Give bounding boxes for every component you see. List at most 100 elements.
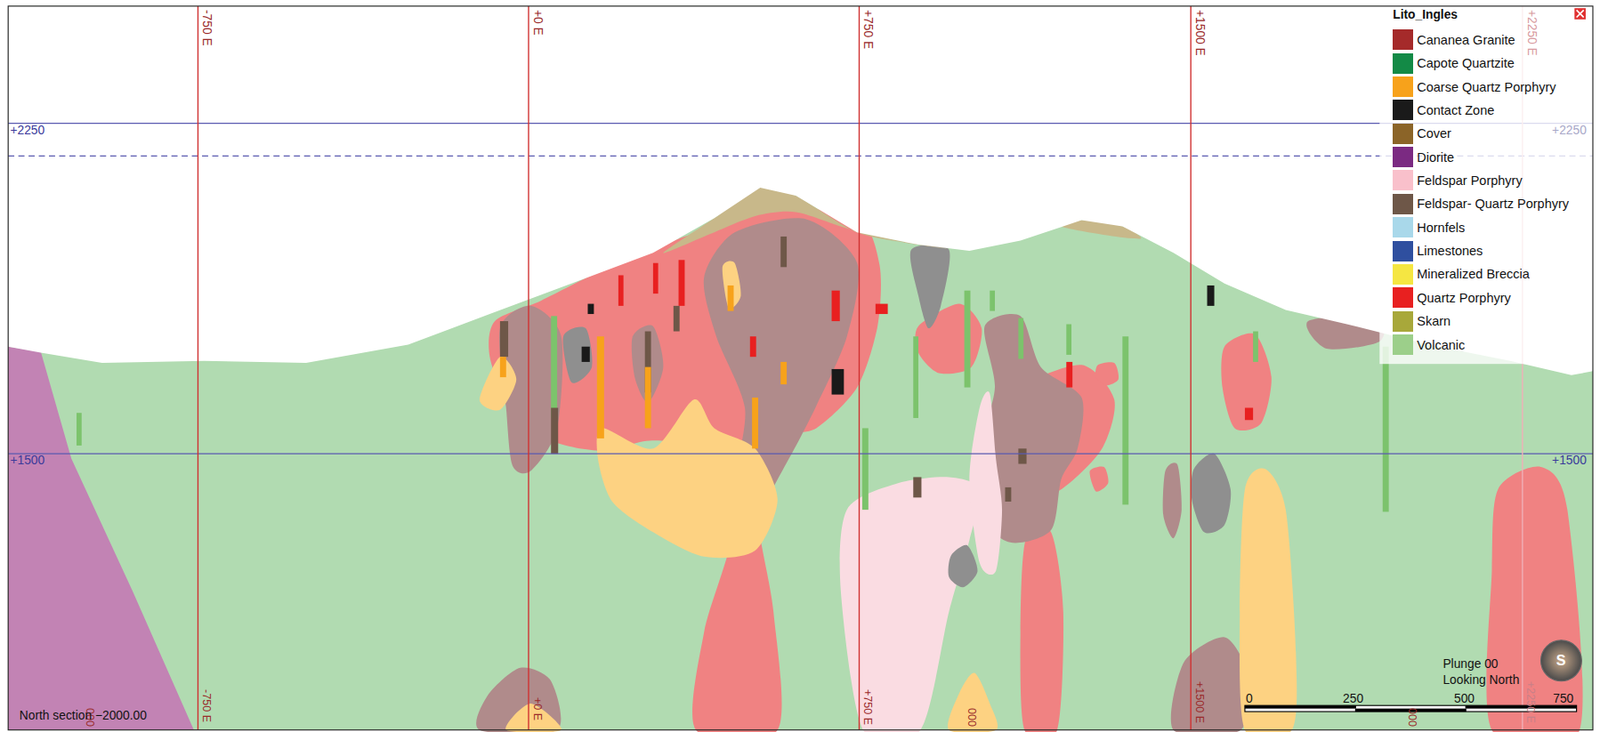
grey-body — [1190, 453, 1231, 534]
drill-hole — [500, 321, 509, 357]
coarse-porphyry-body — [597, 399, 778, 558]
easting-line — [1189, 6, 1191, 731]
easting-label: -750 E — [200, 9, 213, 47]
legend-swatch — [1392, 217, 1414, 238]
drill-hole — [1066, 362, 1073, 388]
drill-hole — [750, 336, 757, 357]
porphyry-body — [1089, 466, 1108, 492]
drill-hole — [1382, 347, 1390, 513]
drill-hole — [587, 304, 594, 315]
legend-swatch — [1392, 311, 1414, 332]
legend-swatch — [1392, 169, 1414, 191]
drill-hole — [751, 397, 759, 449]
elevation-label: +2250 — [1551, 124, 1587, 138]
drill-hole — [653, 263, 659, 294]
legend-swatch — [1392, 76, 1414, 97]
legend-swatch — [1392, 146, 1414, 168]
drill-hole — [832, 369, 845, 396]
drill-hole — [597, 336, 605, 439]
compass-letter: S — [1556, 653, 1567, 668]
drill-hole — [989, 290, 995, 312]
easting-label: +750 E — [861, 9, 874, 49]
elevation-label: +1500 — [9, 454, 45, 468]
drill-hole — [500, 356, 507, 378]
drill-hole — [780, 236, 787, 267]
easting-label: +1500 E — [1193, 681, 1205, 724]
legend-entry: Mineralized Breccia — [1392, 264, 1530, 285]
legend-heading: Lito_Ingles — [1392, 8, 1458, 22]
elevation-label: +1500 — [1551, 454, 1587, 468]
drill-hole — [1018, 318, 1024, 360]
drill-hole — [964, 290, 971, 388]
volcanic-ground — [8, 6, 1593, 731]
legend-text: Quartz Porphyry — [1416, 290, 1512, 306]
drill-hole — [1122, 336, 1129, 505]
legend-swatch — [1392, 99, 1414, 121]
legend-text: Volcanic — [1416, 338, 1465, 353]
easting-line — [527, 6, 529, 731]
easting-label: +2250 E — [1525, 9, 1538, 57]
drill-hole — [1004, 487, 1011, 502]
view-note: Looking North — [1442, 674, 1520, 687]
legend-swatch — [1392, 287, 1414, 308]
drill-hole — [913, 336, 919, 419]
legend-entry: Limestones — [1392, 241, 1483, 262]
drill-hole — [618, 274, 624, 306]
scale-label: 0 — [1245, 693, 1253, 706]
scale-bar — [1244, 705, 1357, 709]
legend-entry: Quartz Porphyry — [1392, 287, 1512, 308]
legend-panel — [1379, 5, 1594, 364]
legend-entry: Contact Zone — [1392, 99, 1495, 121]
feldspar-quartz-body — [1163, 462, 1182, 539]
drill-hole — [581, 347, 590, 363]
elevation-line — [8, 155, 1593, 157]
legend-entry: Feldspar- Quartz Porphyry — [1392, 193, 1569, 215]
grey-body — [948, 545, 978, 588]
legend-text: Coarse Quartz Porphyry — [1416, 80, 1556, 95]
legend-text: Cananea Granite — [1416, 32, 1515, 48]
easting-line — [197, 6, 199, 731]
scale-label: 250 — [1342, 693, 1364, 706]
porphyry-body — [1095, 362, 1119, 386]
elevation-line — [8, 122, 1593, 124]
easting-label: +750 E — [862, 689, 874, 726]
sky — [8, 6, 1593, 376]
easting-label: -750 E — [200, 689, 212, 723]
legend-entry: Cover — [1392, 123, 1452, 145]
legend-entry: Cananea Granite — [1392, 29, 1515, 50]
legend-entry: Feldspar Porphyry — [1392, 169, 1522, 191]
legend-text: Contact Zone — [1416, 103, 1495, 118]
coarse-porphyry-body — [1239, 468, 1297, 732]
legend-entry: Skarn — [1392, 311, 1451, 332]
grey-body — [910, 244, 951, 329]
drill-hole — [678, 259, 686, 307]
legend-text: Mineralized Breccia — [1416, 266, 1530, 282]
legend-text: Feldspar- Quartz Porphyry — [1416, 196, 1569, 211]
drill-hole — [780, 362, 787, 385]
easting-label: +1500 E — [1193, 9, 1206, 57]
section-label: 000 — [1406, 708, 1419, 728]
easting-line — [858, 6, 860, 731]
legend-entry: Diorite — [1392, 146, 1455, 168]
elevation-label: +2250 — [9, 124, 45, 138]
legend-swatch — [1392, 264, 1414, 285]
close-icon — [1576, 9, 1584, 17]
drill-hole — [913, 476, 922, 498]
legend-entry: Hornfels — [1392, 217, 1465, 238]
easting-label: +2250 E — [1525, 681, 1537, 724]
drill-hole — [673, 306, 680, 332]
legend-swatch — [1392, 334, 1414, 356]
drill-hole — [727, 285, 735, 312]
easting-label: +0 E — [531, 697, 543, 721]
feldspar-quartz-body — [476, 667, 561, 732]
legend-swatch — [1392, 241, 1414, 262]
legend-text: Capote Quartzite — [1416, 56, 1515, 71]
legend-text: Skarn — [1416, 314, 1451, 329]
scale-label: 750 — [1552, 693, 1574, 706]
drill-hole — [550, 407, 558, 454]
drill-hole — [645, 367, 652, 429]
legend-swatch — [1392, 29, 1414, 50]
legend-entry: Volcanic — [1392, 334, 1465, 356]
